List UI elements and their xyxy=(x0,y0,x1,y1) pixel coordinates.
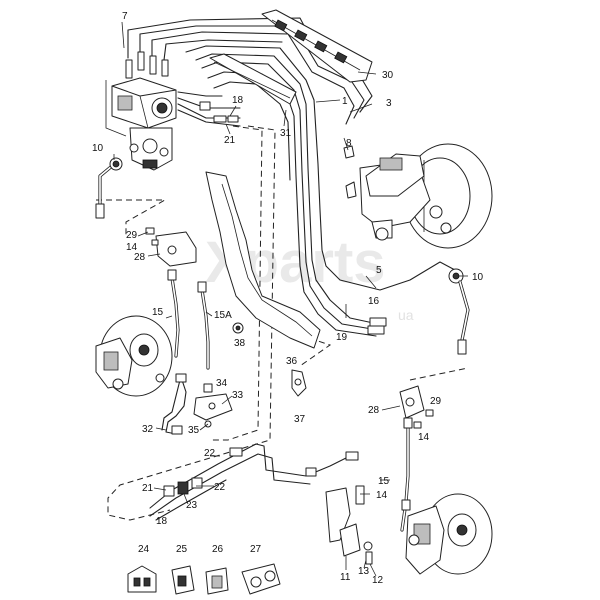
callout-34: 34 xyxy=(216,378,228,389)
callout-22-bottom: 22 xyxy=(214,482,226,493)
rear-pipe-run xyxy=(149,443,359,521)
clip-26 xyxy=(205,567,229,595)
pipe-clip xyxy=(291,369,307,397)
callout-3: 3 xyxy=(386,98,392,109)
clip-27 xyxy=(241,563,281,595)
rear-right-hose-bracket xyxy=(325,485,373,565)
callout-32: 32 xyxy=(142,424,154,435)
callout-14-right: 14 xyxy=(418,432,430,443)
rear-left-brake-pipe xyxy=(161,373,187,435)
callout-leaders xyxy=(113,21,468,577)
callout-5: 5 xyxy=(376,265,382,276)
pipe-guide-rail xyxy=(209,53,297,105)
callout-1: 1 xyxy=(342,96,348,107)
pipe-cover-plate xyxy=(261,9,373,83)
callout-28-left: 28 xyxy=(134,252,146,263)
callout-12: 12 xyxy=(372,575,384,586)
rear-pipe-clips xyxy=(163,477,203,497)
callout-labels: 7 30 1 3 18 31 21 8 10 29 14 28 5 10 16 … xyxy=(92,11,484,586)
front-left-brake-hose xyxy=(95,157,123,219)
abs-outlet-pipes xyxy=(127,17,373,127)
callout-21-bottom: 21 xyxy=(142,483,154,494)
callout-28-right: 28 xyxy=(368,405,380,416)
callout-25: 25 xyxy=(176,544,188,555)
front-right-caliper-hose xyxy=(400,417,413,532)
callout-7: 7 xyxy=(122,11,128,22)
watermark-suffix: ua xyxy=(398,307,414,323)
callout-13: 13 xyxy=(358,566,370,577)
callout-14-left: 14 xyxy=(126,242,138,253)
callout-16: 16 xyxy=(368,296,380,307)
callout-15a: 15A xyxy=(214,310,232,321)
callout-10-right: 10 xyxy=(472,272,484,283)
front-left-caliper-hose xyxy=(167,269,210,370)
callout-8: 8 xyxy=(346,138,352,149)
callout-29-left: 29 xyxy=(126,230,138,241)
callout-11: 11 xyxy=(340,572,351,583)
rear-axle-pipe-duct xyxy=(205,171,321,349)
callout-26: 26 xyxy=(212,544,224,555)
mounting-bolt xyxy=(232,322,244,334)
callout-38: 38 xyxy=(234,338,246,349)
abs-hydraulic-unit xyxy=(105,51,177,171)
callout-35: 35 xyxy=(188,425,200,436)
front-right-hose-bracket xyxy=(399,385,434,429)
callout-18-bottom: 18 xyxy=(156,516,168,527)
callout-33: 33 xyxy=(232,390,244,401)
callout-15-left: 15 xyxy=(152,307,164,318)
callout-37: 37 xyxy=(294,414,306,425)
callout-15-right: 15 xyxy=(378,476,390,487)
front-right-brake-hose xyxy=(448,268,470,355)
callout-22-top: 22 xyxy=(204,448,216,459)
callout-24: 24 xyxy=(138,544,150,555)
callout-14-rear: 14 xyxy=(376,490,388,501)
callout-27: 27 xyxy=(250,544,262,555)
callout-23: 23 xyxy=(186,500,198,511)
callout-19: 19 xyxy=(336,332,348,343)
front-left-hose-bracket xyxy=(145,227,197,267)
brake-booster-master-cylinder xyxy=(343,143,493,249)
front-right-brake-caliper-disc xyxy=(405,493,493,575)
callout-18: 18 xyxy=(232,95,244,106)
callout-30: 30 xyxy=(382,70,394,81)
front-left-brake-caliper-disc xyxy=(95,315,173,397)
clip-25 xyxy=(171,565,195,595)
clip-24 xyxy=(127,565,157,593)
callout-21: 21 xyxy=(224,135,236,146)
rear-left-hose-bracket xyxy=(193,383,233,428)
callout-36: 36 xyxy=(286,356,298,367)
callout-31: 31 xyxy=(280,128,292,139)
callout-29-right: 29 xyxy=(430,396,442,407)
callout-10-left: 10 xyxy=(92,143,104,154)
